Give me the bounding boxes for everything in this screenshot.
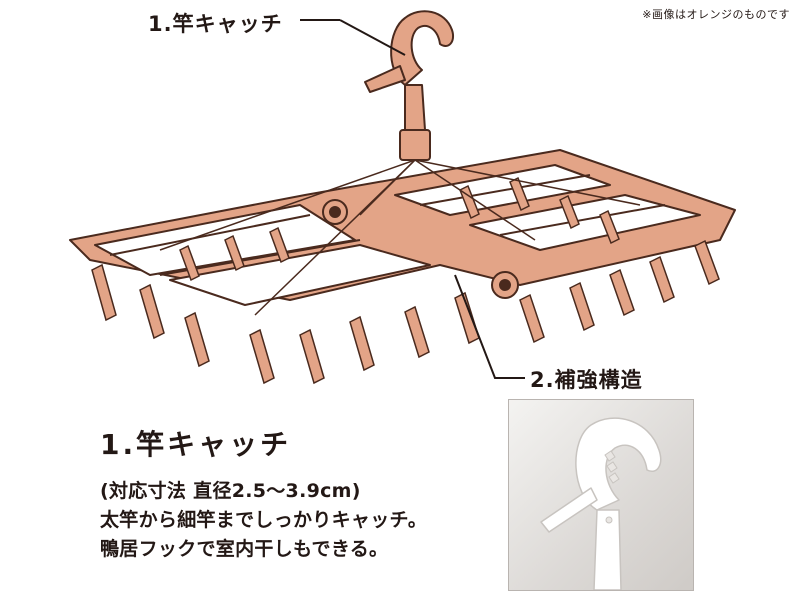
feature-size-line: (対応寸法 直径2.5〜3.9cm): [100, 480, 361, 502]
feature-catch-line: 太竿から細竿までしっかりキャッチ。: [100, 509, 428, 531]
feature-title: 1.竿キャッチ: [100, 428, 292, 461]
hook-photo: [508, 399, 694, 591]
callout-pole-catch: 1.竿キャッチ: [148, 12, 283, 36]
feature-description: 1.竿キャッチ (対応寸法 直径2.5〜3.9cm) 太竿から細竿までしっかりキ…: [100, 423, 500, 564]
image-color-note: ※画像はオレンジのものです: [642, 8, 790, 21]
hook-photo-icon: [540, 417, 662, 590]
feature-lintel-line: 鴨居フックで室内干しもできる。: [100, 538, 389, 560]
callout-reinforcement: 2.補強構造: [530, 368, 643, 392]
